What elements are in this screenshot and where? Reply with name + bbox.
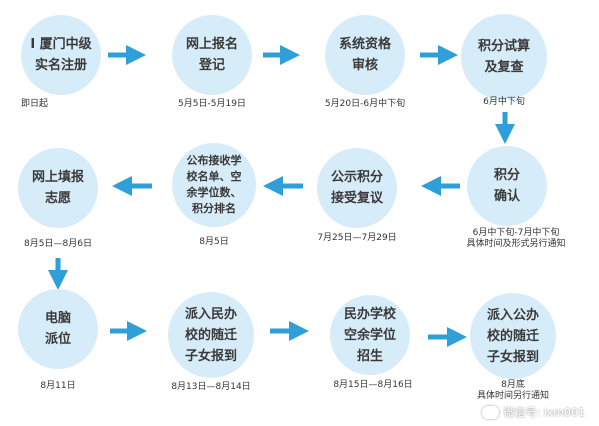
step-date-6: 7月25日—7月29日 [317,233,397,243]
step-computer-assignment: 电脑 派位 [18,289,98,369]
wechat-watermark: 微信号: ixm001 [481,404,585,420]
step-public-school-report: 派入公办 校的随迁 子女报到 [470,293,556,379]
step-date-11: 8月15日—8月16日 [333,380,413,390]
step-qualification-review: 系统资格 审核 [325,15,405,95]
step-score-confirmation: 积分 确认 [467,146,547,226]
step-date-4: 6月中下旬 [483,97,525,107]
step-date-7: 8月5日 [199,237,229,247]
step-private-school-report: 派入民办 校的随迁 子女报到 [168,292,254,378]
step-date-9: 8月11日 [40,381,76,391]
step-date-10: 8月13日—8月14日 [171,382,251,392]
step-real-name-registration: I 厦门中级 实名注册 [21,15,101,95]
wechat-icon [481,405,499,419]
step-publish-scores: 公示积分 接受复议 [317,148,397,228]
step-date-3: 5月20日-6月中下旬 [324,99,406,109]
step-date-5: 6月中下旬-7月中下旬 具体时间及形式另行通知 [466,228,566,249]
step-date-8: 8月5日—8月6日 [24,239,92,249]
step-vacant-seat-enrollment: 民办学校 空余学位 招生 [330,295,410,375]
step-online-preferences: 网上填报 志愿 [18,148,98,228]
step-date-1: 即日起 [21,99,49,109]
step-date-2: 5月5日-5月19日 [178,99,246,109]
step-score-trial: 积分试算 及复查 [461,14,547,100]
step-date-12: 8月底 具体时间另行通知 [476,380,549,401]
step-publish-school-list: 公布接收学 校名单、空 余学位数、 积分排名 [172,143,256,227]
step-online-application: 网上报名 登记 [172,15,252,95]
watermark-text: 微信号: ixm001 [503,406,585,419]
